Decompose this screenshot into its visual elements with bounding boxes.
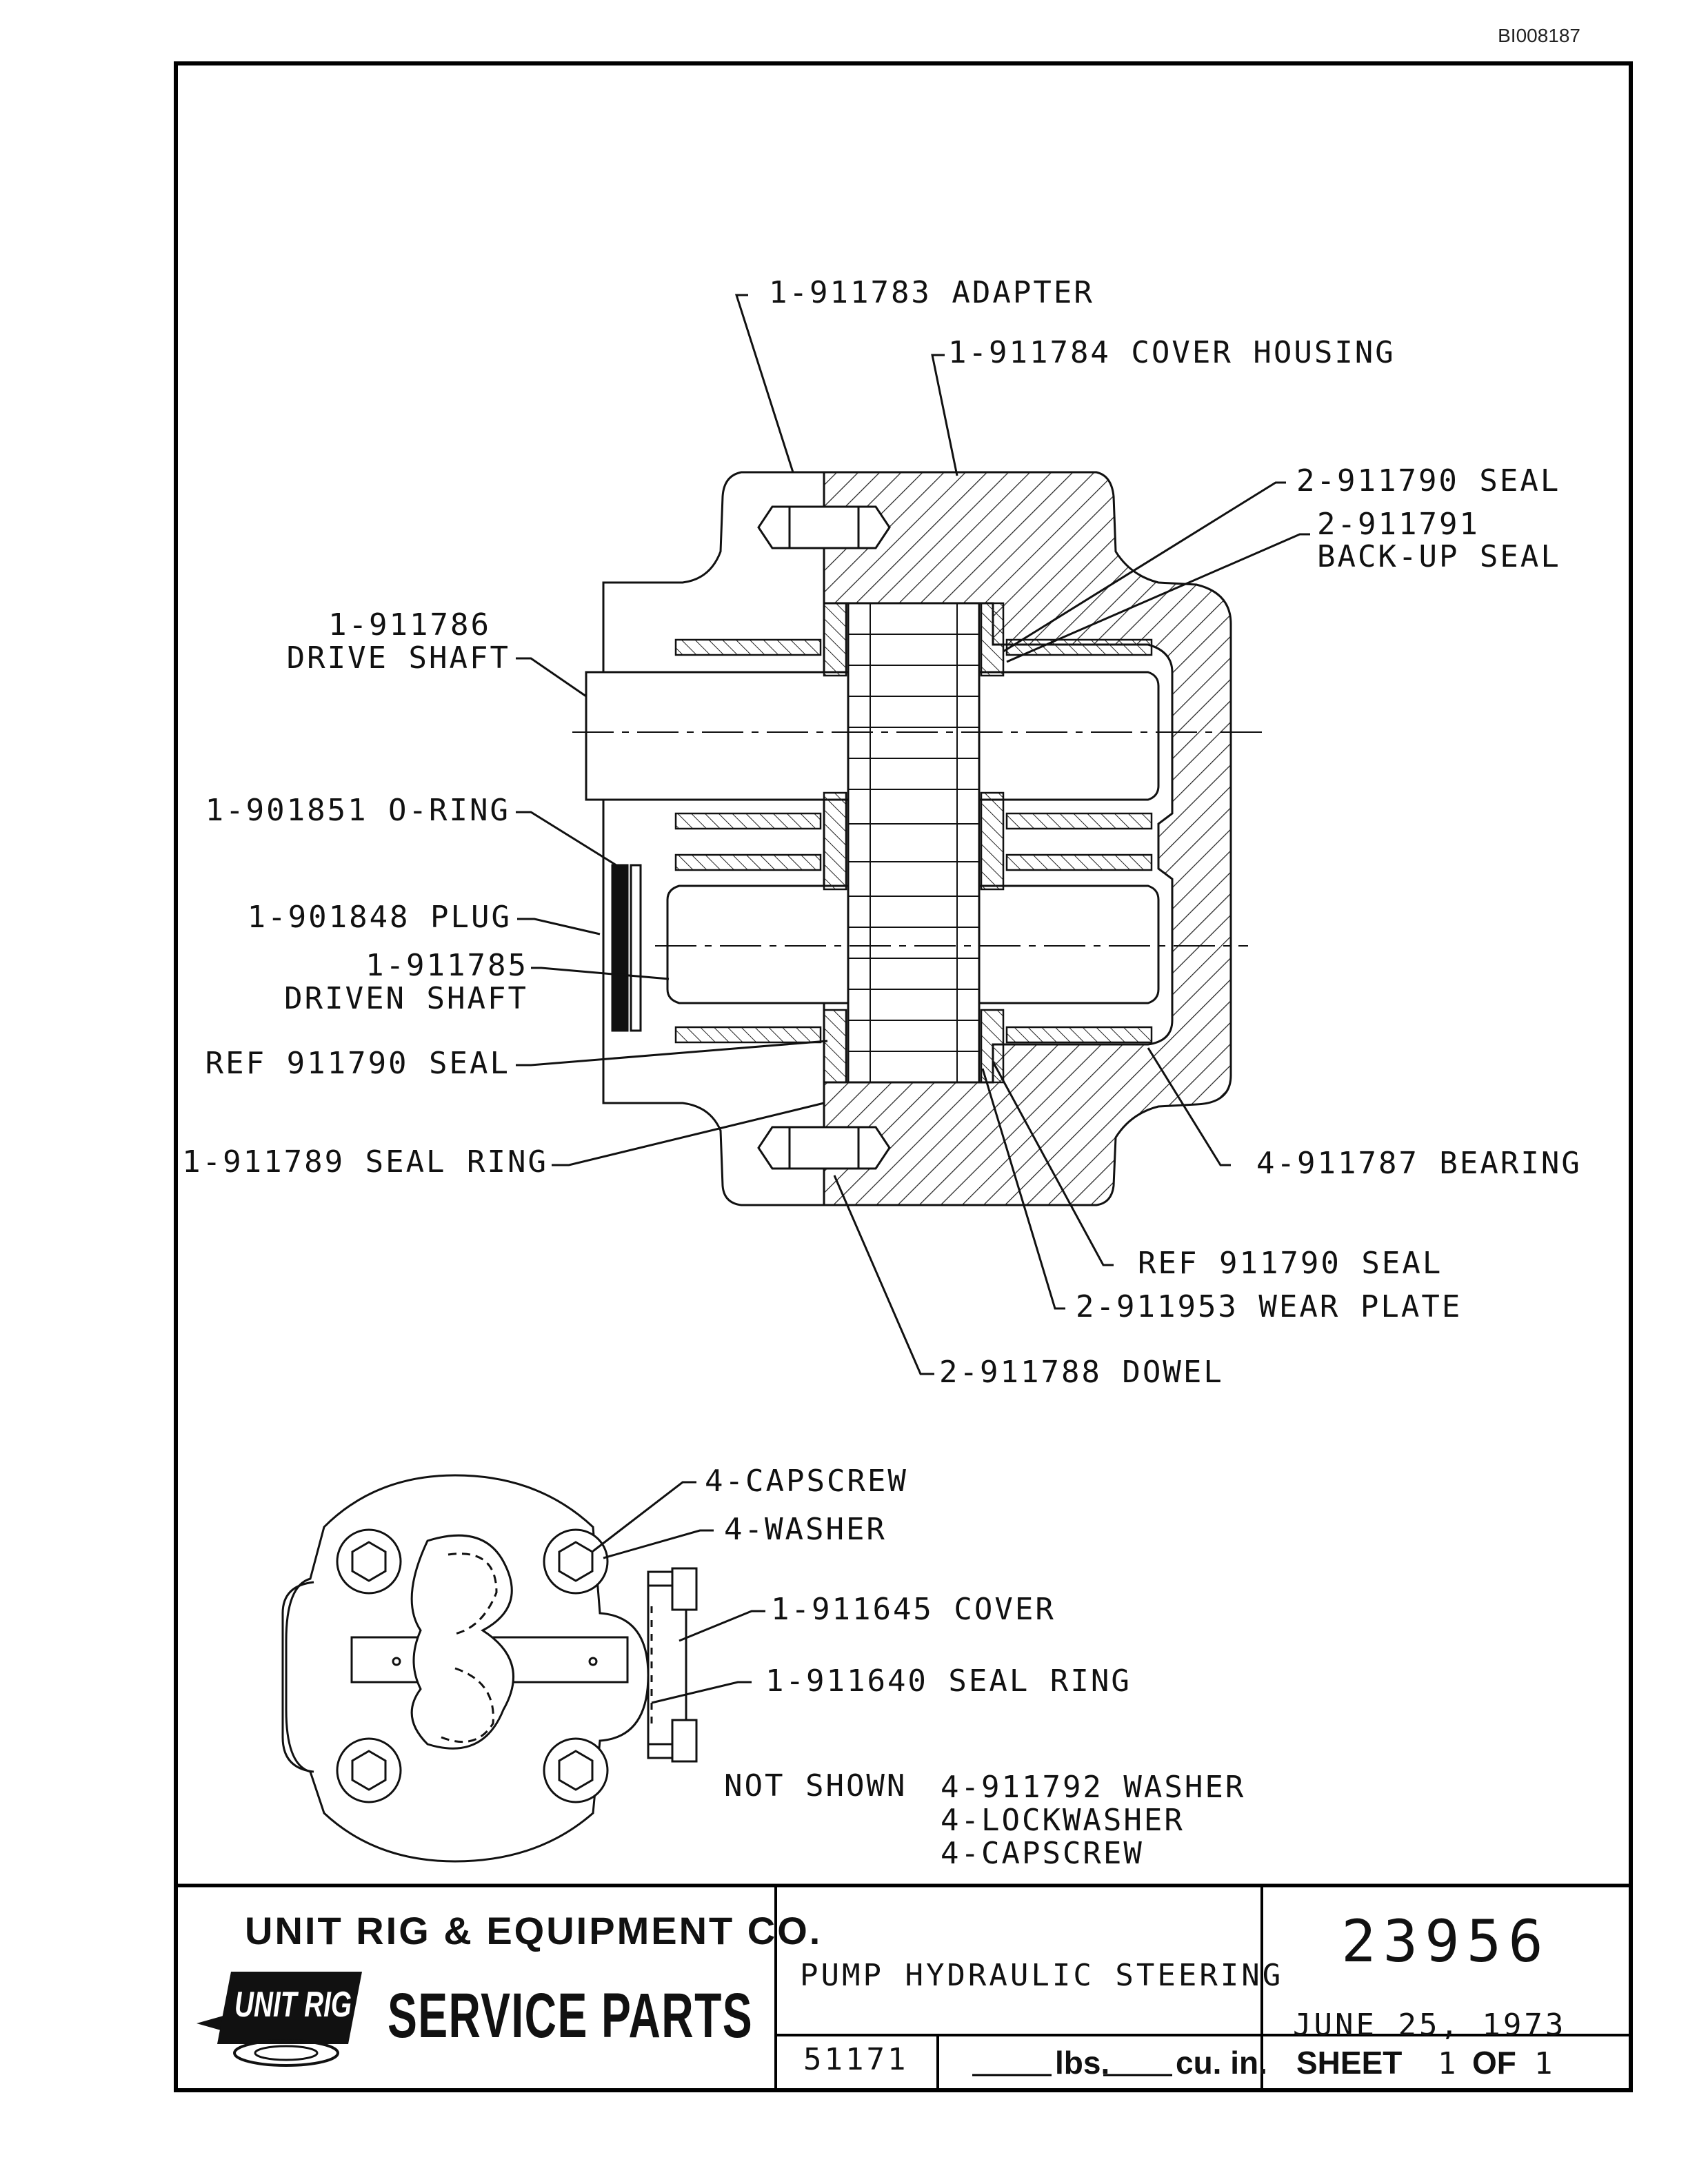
callout-seal: 2-911790 SEAL xyxy=(1296,463,1560,498)
logo-text: UNIT RIG xyxy=(234,1985,352,2025)
sheet-border xyxy=(174,61,1633,2092)
cover-lug-top xyxy=(671,1567,698,1611)
end-view-leaders xyxy=(592,1481,765,1704)
callout-adapter: 1-911783 ADAPTER xyxy=(769,275,1094,310)
not-shown-label: NOT SHOWN xyxy=(724,1768,907,1803)
callout-o-ring: 1-901851 O-RING xyxy=(205,793,510,828)
callout-capscrew: 4-CAPSCREW xyxy=(705,1464,908,1499)
bearings xyxy=(674,638,1153,1044)
cu-in-label: cu. in. xyxy=(1176,2045,1267,2081)
callout-washer: 4-WASHER xyxy=(724,1512,887,1547)
driven-shaft xyxy=(666,884,850,1004)
part-code: 51171 xyxy=(803,2042,908,2077)
callout-seal-ring: 1-911789 SEAL RING xyxy=(182,1144,548,1180)
part-description: PUMP HYDRAULIC STEERING xyxy=(800,1958,1283,1993)
callout-drive-shaft-name: DRIVE SHAFT xyxy=(287,640,510,676)
callout-cover: 1-911645 COVER xyxy=(771,1592,1056,1627)
callout-cover-seal-ring: 1-911640 SEAL RING xyxy=(765,1664,1132,1699)
gear-block xyxy=(847,602,981,1084)
o-ring-groove xyxy=(630,864,642,1032)
sheet-number: 1 xyxy=(1438,2046,1459,2081)
company-name: UNIT RIG & EQUIPMENT CO. xyxy=(245,1909,822,1952)
drawing-number: 23956 xyxy=(1341,1908,1550,1975)
dowels xyxy=(757,505,891,1170)
not-shown-item-2: 4-LOCKWASHER xyxy=(941,1803,1185,1838)
drawing-date: JUNE 25, 1973 xyxy=(1293,2008,1566,2043)
document-id: BI008187 xyxy=(1498,25,1580,46)
adapter-body xyxy=(602,471,825,1206)
callout-wear-plate: 2-911953 WEAR PLATE xyxy=(1076,1289,1462,1324)
callout-ref-seal-left: REF 911790 SEAL xyxy=(205,1046,510,1081)
cover-lug-bottom xyxy=(671,1719,698,1763)
gear-outline xyxy=(410,1534,514,1750)
callout-plug: 1-901848 PLUG xyxy=(248,900,512,935)
wear-plates xyxy=(823,602,1005,1084)
callout-driven-shaft-name: DRIVEN SHAFT xyxy=(284,981,528,1016)
callout-ref-seal-right: REF 911790 SEAL xyxy=(1138,1246,1443,1281)
of-label: OF xyxy=(1472,2045,1516,2081)
capscrew-heads xyxy=(336,1528,609,1803)
callout-drive-shaft-number: 1-911786 xyxy=(328,607,491,643)
lbs-label: lbs. xyxy=(1055,2045,1109,2081)
callout-backup-seal-name: BACK-UP SEAL xyxy=(1317,539,1561,574)
unit-rig-logo: UNIT RIG xyxy=(197,1972,362,2067)
drive-shaft xyxy=(585,671,850,801)
callout-dowel: 2-911788 DOWEL xyxy=(939,1355,1224,1390)
callout-backup-seal-number: 2-911791 xyxy=(1317,507,1480,542)
callout-bearing: 4-911787 BEARING xyxy=(1256,1146,1582,1181)
not-shown-item-3: 4-CAPSCREW xyxy=(941,1836,1144,1871)
callout-driven-shaft-number: 1-911785 xyxy=(365,948,528,983)
sheet-label: SHEET xyxy=(1296,2045,1402,2081)
title-block xyxy=(774,1885,1631,2090)
gear-teeth xyxy=(848,603,979,1082)
callout-cover-housing: 1-911784 COVER HOUSING xyxy=(948,335,1396,370)
pump-end-view xyxy=(281,1474,698,1863)
pump-section-view xyxy=(572,471,1262,1206)
service-parts-title: SERVICE PARTS xyxy=(388,1981,753,2051)
sheet-total: 1 xyxy=(1534,2046,1556,2081)
leader-lines xyxy=(516,294,1310,1375)
plug-body xyxy=(611,864,629,1032)
not-shown-item-1: 4-911792 WASHER xyxy=(941,1770,1245,1805)
